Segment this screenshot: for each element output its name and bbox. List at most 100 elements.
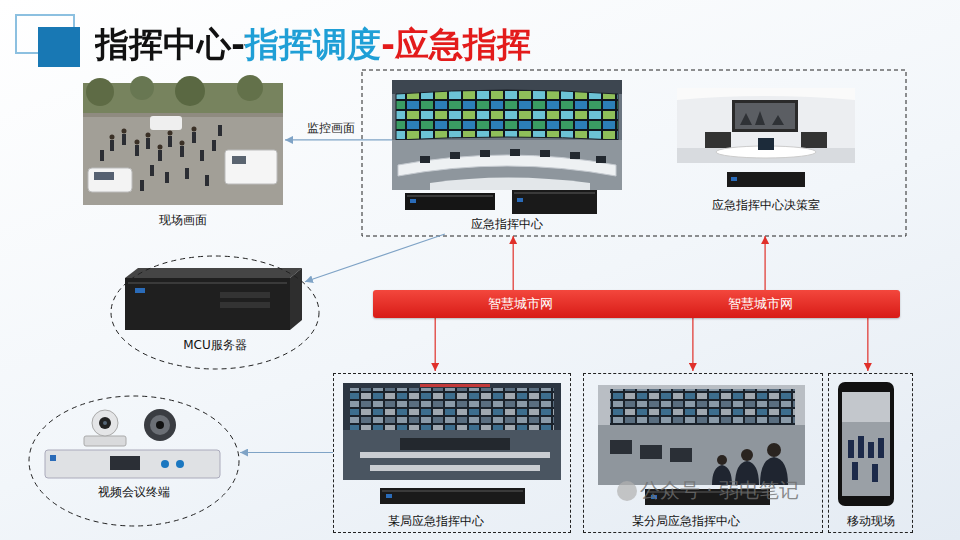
node-label: 某局应急指挥中心: [388, 514, 484, 528]
group-outline: [362, 70, 906, 236]
decision-room-photo: [740, 111, 784, 125]
mobile-phone: [842, 392, 890, 496]
connector: [513, 236, 514, 290]
mobile-phone: [838, 382, 894, 506]
title: 指挥中心-指挥调度-应急指挥: [95, 24, 531, 65]
mobile-phone: [842, 392, 890, 422]
ellipse-outline: [29, 396, 239, 526]
watermark: 公众号 · 弱电笔记: [640, 478, 799, 502]
bureau-photo: [350, 388, 554, 430]
scene-photo-art: [86, 78, 114, 106]
ellipse-outline: [110, 255, 320, 370]
connector: [305, 234, 445, 282]
node-label: 应急指挥中心决策室: [712, 198, 820, 212]
command-center-photo: [392, 80, 622, 190]
rack-device: [407, 195, 493, 197]
node-label: 移动现场: [847, 514, 895, 528]
scene-photo-art: [83, 75, 283, 205]
command-center-photo: [392, 140, 622, 190]
scene-photo-art: [83, 113, 283, 117]
terminal-group: 视频会议终端: [28, 395, 240, 527]
branch-photo: [610, 389, 795, 425]
server-device: [220, 292, 270, 298]
conference-terminal: [156, 421, 164, 429]
decision-room: 应急指挥中心决策室: [672, 85, 860, 234]
command-center: 应急指挥中心: [392, 78, 622, 234]
server-device: [125, 278, 290, 330]
decision-room-photo: [705, 132, 731, 148]
scene-photo: 现场画面: [83, 83, 283, 229]
branch-photo: [717, 455, 727, 465]
command-center-photo: [430, 178, 590, 191]
bureau-photo: [343, 430, 561, 480]
branch-photo: [598, 385, 805, 485]
scene-photo-art: [237, 75, 263, 101]
conference-terminal: [45, 450, 220, 478]
title-decoration: [38, 27, 80, 67]
rack-device: [727, 172, 805, 187]
bureau-photo: [400, 438, 510, 450]
server-device: [135, 288, 145, 293]
conference-terminal: [176, 460, 184, 468]
rack-device: [517, 198, 523, 202]
decision-room-photo: [677, 88, 855, 100]
connector: [764, 236, 765, 290]
branch-photo: [598, 385, 805, 485]
conference-terminal: [161, 460, 169, 468]
node-label: 应急指挥中心: [471, 217, 543, 231]
conference-terminal: [144, 409, 176, 441]
server-device: [125, 268, 302, 278]
node-label: MCU服务器: [183, 338, 247, 352]
conference-terminal: [84, 436, 126, 446]
command-center-photo: [396, 90, 618, 140]
bureau-photo: [360, 452, 550, 458]
branch-photo: [598, 425, 805, 485]
rack-device: [405, 193, 495, 210]
scene-photo-art: [110, 127, 197, 150]
conference-terminal: [150, 415, 170, 435]
server-group: MCU服务器: [110, 255, 320, 370]
mobile-phone: [838, 382, 894, 506]
rack-device: [380, 488, 525, 504]
command-center-photo: [398, 155, 616, 176]
mobile-site: 移动现场: [828, 373, 913, 533]
command-center-photo: [420, 149, 606, 163]
node-label: 视频会议终端: [98, 485, 170, 499]
network-band: 智慧城市网智慧城市网: [373, 290, 900, 318]
mobile-phone: [848, 436, 884, 482]
watermark-icon: [617, 481, 637, 501]
node-label: 某分局应急指挥中心: [632, 514, 740, 528]
decision-room-photo: [732, 100, 798, 132]
scene-photo-art: [94, 172, 114, 180]
rack-device: [514, 192, 595, 194]
connector: [240, 452, 333, 453]
decision-room-photo: [677, 88, 855, 163]
branch-photo: [767, 443, 781, 457]
decision-room-photo: [735, 103, 795, 129]
edge-label: 监控画面: [307, 121, 355, 135]
scene-photo-art: [175, 76, 205, 106]
decision-room-photo: [758, 138, 774, 150]
title-decoration: [16, 15, 80, 67]
connector: [867, 318, 868, 371]
conference-terminal: [110, 456, 140, 470]
ellipse-outline: [28, 395, 240, 527]
connector: [692, 318, 693, 371]
rack-device: [410, 199, 416, 203]
conference-terminal: [99, 417, 111, 429]
scene-photo-art: [88, 168, 132, 192]
branch-photo: [741, 449, 753, 461]
bureau-photo: [343, 383, 561, 480]
server-device: [128, 282, 287, 284]
rack-device: [512, 190, 597, 214]
bureau-photo: [343, 383, 561, 480]
server-device: [220, 302, 270, 308]
server-device: [125, 268, 302, 330]
bureau-center: 某局应急指挥中心: [333, 373, 571, 533]
connector: [285, 139, 392, 140]
conference-terminal: [45, 409, 220, 478]
command-center-photo: [392, 80, 622, 190]
ellipse-outline: [111, 256, 319, 369]
